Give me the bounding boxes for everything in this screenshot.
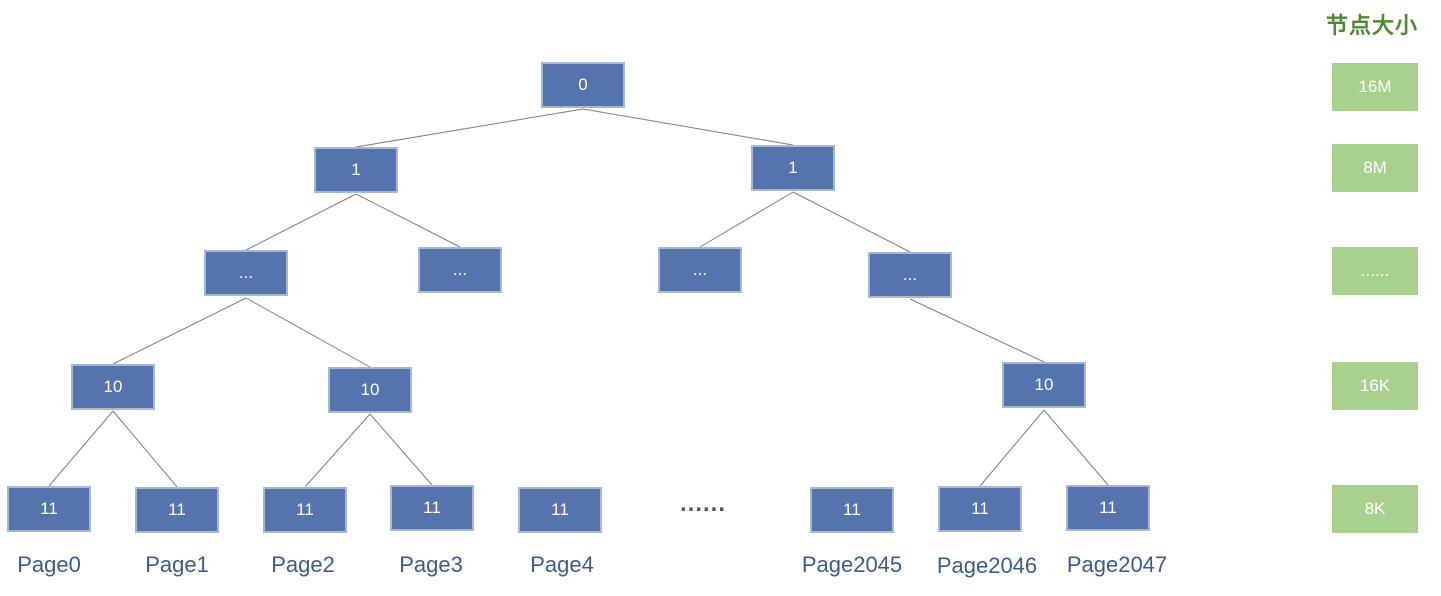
size-box-level10: 16K bbox=[1332, 362, 1418, 410]
edge bbox=[48, 410, 114, 487]
edge bbox=[1043, 409, 1109, 486]
page-label: Page3 bbox=[399, 552, 463, 577]
page-label: Page0 bbox=[17, 552, 81, 577]
tree-node-mid: ... bbox=[204, 250, 288, 296]
size-legend-title: 节点大小 bbox=[1326, 14, 1419, 39]
tree-leaf-page4: 11 bbox=[518, 487, 602, 533]
tree-node-level10: 10 bbox=[328, 367, 412, 413]
edge bbox=[909, 298, 1045, 363]
size-box-level11: 8K bbox=[1332, 485, 1418, 533]
page-label: Page2045 bbox=[801, 552, 903, 577]
page-label: Page1 bbox=[145, 552, 209, 577]
tree-node-level1-left: 1 bbox=[314, 147, 398, 193]
tree-node-level10: 10 bbox=[71, 364, 155, 410]
tree-leaf-page0: 11 bbox=[7, 486, 91, 532]
edge bbox=[245, 297, 371, 368]
size-box-level0: 16M bbox=[1332, 63, 1418, 111]
page-label: Page2 bbox=[271, 552, 335, 577]
tree-leaf-page2045: 11 bbox=[810, 487, 894, 533]
tree-leaf-page1: 11 bbox=[135, 487, 219, 533]
edge bbox=[979, 409, 1045, 487]
size-box-level1: 8M bbox=[1332, 144, 1418, 192]
tree-node-root: 0 bbox=[541, 62, 625, 108]
size-box-mid: ...... bbox=[1332, 247, 1418, 295]
tree-leaf-page2046: 11 bbox=[938, 486, 1022, 532]
tree-node-mid: ... bbox=[868, 252, 952, 298]
edge bbox=[369, 413, 433, 486]
tree-leaf-page3: 11 bbox=[390, 485, 474, 531]
edge bbox=[699, 191, 794, 248]
edge bbox=[355, 193, 461, 248]
tree-node-level1-right: 1 bbox=[751, 145, 835, 191]
tree-node-mid: ... bbox=[658, 247, 742, 293]
edge bbox=[792, 191, 911, 253]
edge bbox=[582, 108, 794, 146]
edge bbox=[245, 193, 357, 251]
edge bbox=[304, 413, 371, 488]
page-label: Page2046 bbox=[936, 553, 1038, 578]
page-label: Page2047 bbox=[1066, 552, 1168, 577]
leaf-gap-ellipsis: ...... bbox=[680, 490, 727, 517]
edge bbox=[112, 410, 178, 488]
tree-leaf-page2047: 11 bbox=[1066, 485, 1150, 531]
tree-node-mid: ... bbox=[418, 247, 502, 293]
tree-node-level10: 10 bbox=[1002, 362, 1086, 408]
page-label: Page4 bbox=[530, 552, 594, 577]
edge bbox=[112, 297, 247, 365]
edge bbox=[355, 108, 584, 148]
tree-leaf-page2: 11 bbox=[263, 487, 347, 533]
